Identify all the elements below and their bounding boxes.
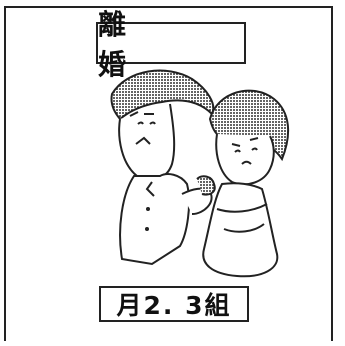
title-text: 離 婚: [98, 8, 239, 81]
man-hair: [110, 69, 215, 121]
man-body: [119, 173, 190, 266]
title-box: 離 婚: [96, 8, 246, 81]
couple-illustration: [110, 69, 290, 278]
stat-box: 月2. 3組: [99, 286, 249, 322]
woman-body: [202, 182, 279, 278]
stat-text: 月2. 3組: [116, 291, 232, 320]
card-frame: [4, 6, 333, 341]
